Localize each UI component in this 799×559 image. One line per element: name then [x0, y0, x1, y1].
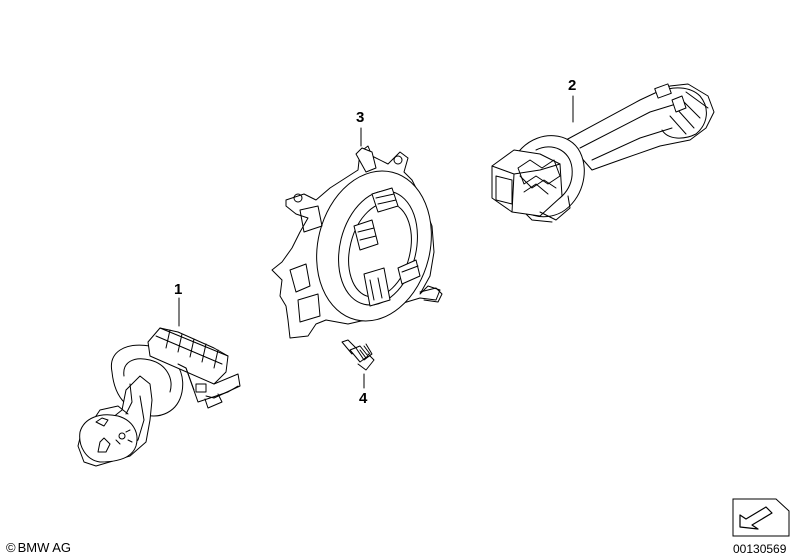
copyright-symbol: © [6, 540, 16, 555]
callout-1: 1 [174, 281, 183, 298]
callout-4: 4 [359, 390, 368, 407]
diagram-number: 00130569 [733, 542, 787, 556]
light-symbol-icon [97, 437, 111, 453]
part-1-turn-signal-switch [77, 297, 241, 467]
orientation-arrow-icon [732, 498, 790, 537]
callout-2: 2 [568, 77, 577, 94]
part-2-wiper-switch [491, 83, 715, 223]
part-3-clock-spring-housing [271, 127, 443, 339]
callout-3: 3 [356, 109, 365, 126]
part-4-screw [341, 339, 375, 389]
copyright-notice: ©BMW AG [6, 540, 71, 555]
copyright-text: BMW AG [17, 540, 72, 555]
